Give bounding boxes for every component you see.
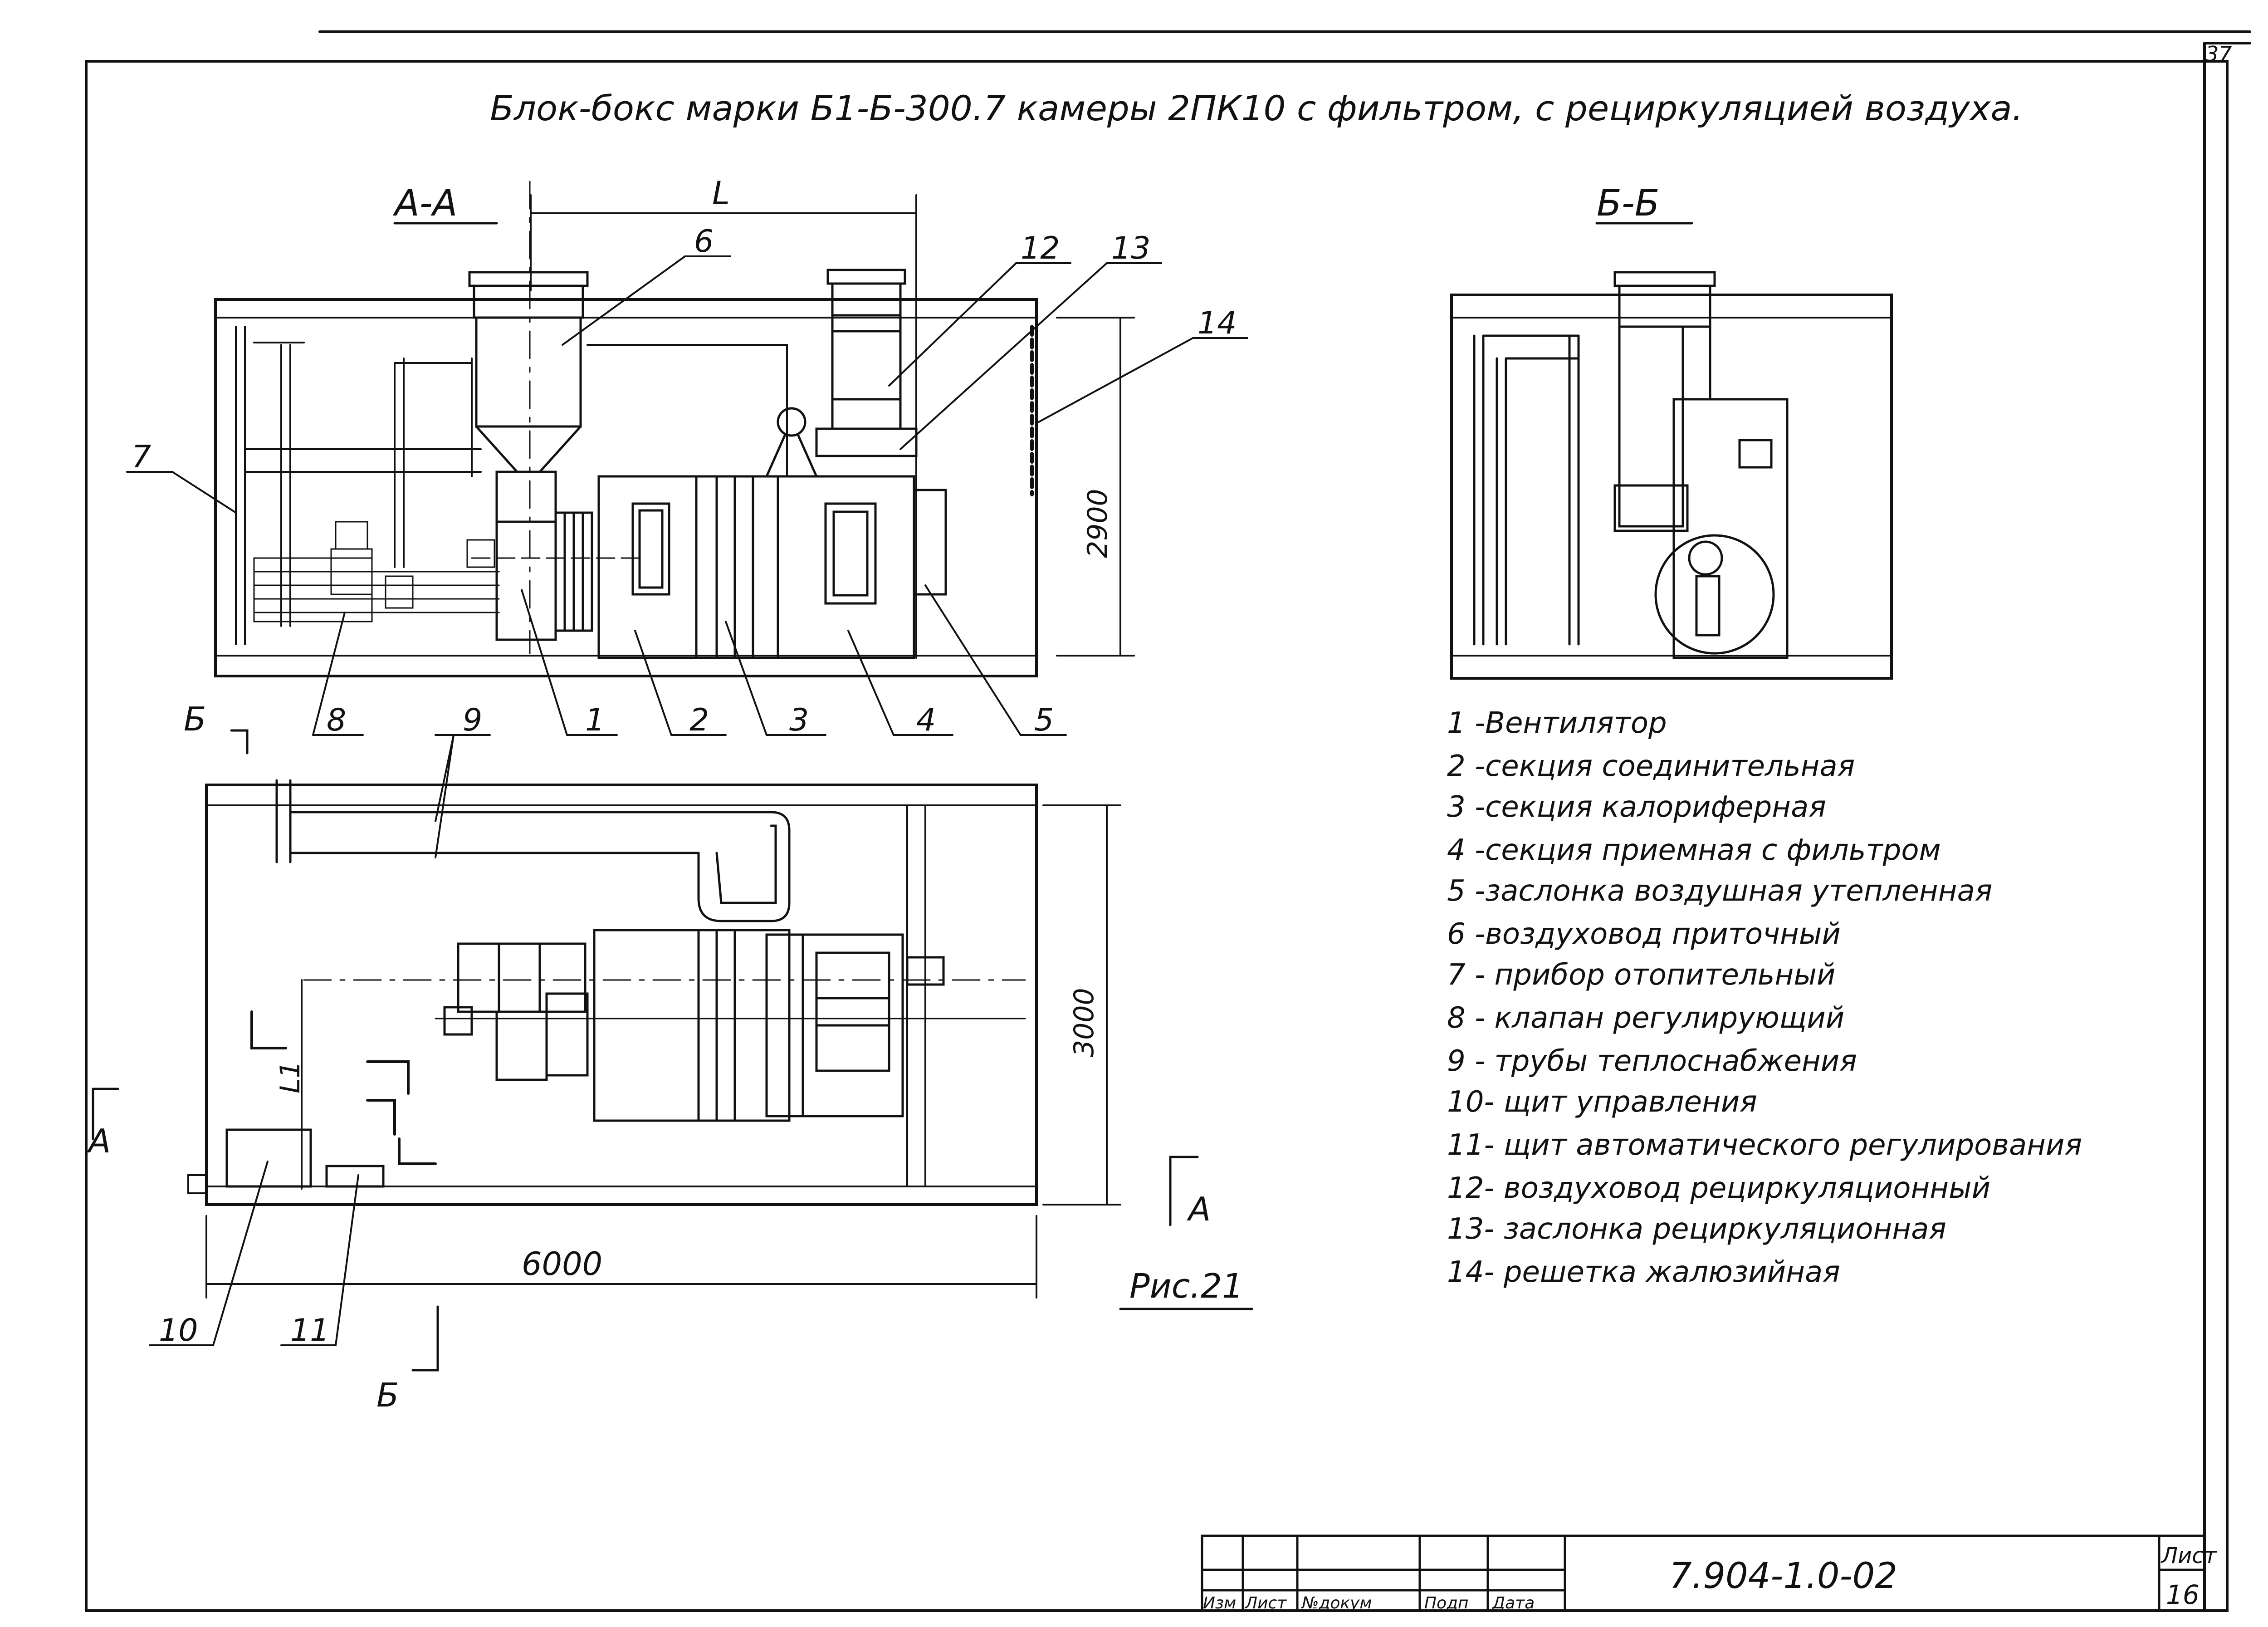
- callout-4: 4: [916, 702, 936, 738]
- tb-header-ndokum: №докум: [1301, 1594, 1372, 1612]
- doc-code: 7.904-1.0-02: [1669, 1556, 1897, 1597]
- legend-item-1: 1 -Вентилятор: [1447, 706, 1667, 740]
- section-mark-a-right: А: [1187, 1190, 1211, 1228]
- callout-12: 12: [1021, 230, 1060, 266]
- callout-5: 5: [1034, 702, 1054, 738]
- corner-sheet-number: 37: [2205, 42, 2232, 66]
- callout-11: 11: [290, 1313, 330, 1348]
- callout-13: 13: [1111, 230, 1151, 266]
- sheet-number: 16: [2166, 1579, 2200, 1610]
- legend-item-9: 9 - трубы теплоснабжения: [1447, 1044, 1857, 1078]
- dim-L1: L1: [274, 1061, 306, 1093]
- dim-2900: 2900: [1082, 489, 1114, 558]
- sheet-label: Лист: [2160, 1543, 2218, 1568]
- dim-L: L: [712, 175, 730, 212]
- dim-6000: 6000: [522, 1245, 602, 1283]
- callout-1: 1: [585, 702, 605, 738]
- legend-item-12: 12- воздуховод рециркуляционный: [1447, 1171, 1990, 1205]
- callout-10: 10: [159, 1313, 198, 1348]
- legend-item-13: 13- заслонка рециркуляционная: [1447, 1212, 1946, 1246]
- legend-item-14: 14- решетка жалюзийная: [1447, 1255, 1840, 1289]
- legend-item-10: 10- щит управления: [1447, 1085, 1757, 1119]
- plan-view: L1 3000 6000 Б Б А А: [87, 700, 1211, 1414]
- title-block: [1201, 1534, 2206, 1612]
- legend: 1 -Вентилятор 2 -секция соединительная 3…: [1447, 706, 2082, 1289]
- callout-8: 8: [327, 702, 346, 738]
- section-bb-label: Б-Б: [1597, 182, 1660, 224]
- section-mark-b-bottom: Б: [376, 1376, 399, 1414]
- tb-header-podp: Подп: [1424, 1594, 1469, 1612]
- legend-item-3: 3 -секция калориферная: [1447, 790, 1826, 824]
- legend-item-4: 4 -секция приемная с фильтром: [1447, 833, 1941, 867]
- section-aa-view: А-А L: [126, 175, 1248, 738]
- legend-item-2: 2 -секция соединительная: [1447, 750, 1855, 783]
- section-bb-view: Б-Б: [1450, 182, 1893, 680]
- callout-9: 9: [463, 702, 482, 738]
- callout-6: 6: [694, 224, 714, 260]
- legend-item-7: 7 - прибор отопительный: [1447, 958, 1835, 992]
- section-mark-b-top: Б: [184, 700, 206, 738]
- legend-item-8: 8 - клапан регулирующий: [1447, 1001, 1844, 1035]
- sheet-frame: [85, 30, 2251, 1612]
- callout-3: 3: [789, 702, 809, 738]
- dim-3000: 3000: [1068, 988, 1100, 1057]
- callout-7: 7: [132, 439, 151, 475]
- figure-caption: Рис.21: [1129, 1267, 1243, 1306]
- legend-item-5: 5 -заслонка воздушная утепленная: [1447, 874, 1992, 908]
- tb-header-izm: Изм: [1203, 1594, 1236, 1612]
- section-aa-label: А-А: [392, 182, 457, 224]
- tb-header-list: Лист: [1244, 1594, 1287, 1612]
- tb-header-data: Дата: [1491, 1594, 1535, 1612]
- drawing-title: Блок-бокс марки Б1-Б-300.7 камеры 2ПК10 …: [490, 88, 2023, 128]
- section-mark-a-left: А: [87, 1122, 111, 1160]
- callout-2: 2: [689, 702, 709, 738]
- legend-item-6: 6 -воздуховод приточный: [1447, 917, 1841, 951]
- legend-item-11: 11- щит автоматического регулирования: [1447, 1128, 2082, 1162]
- callout-14: 14: [1198, 305, 1237, 341]
